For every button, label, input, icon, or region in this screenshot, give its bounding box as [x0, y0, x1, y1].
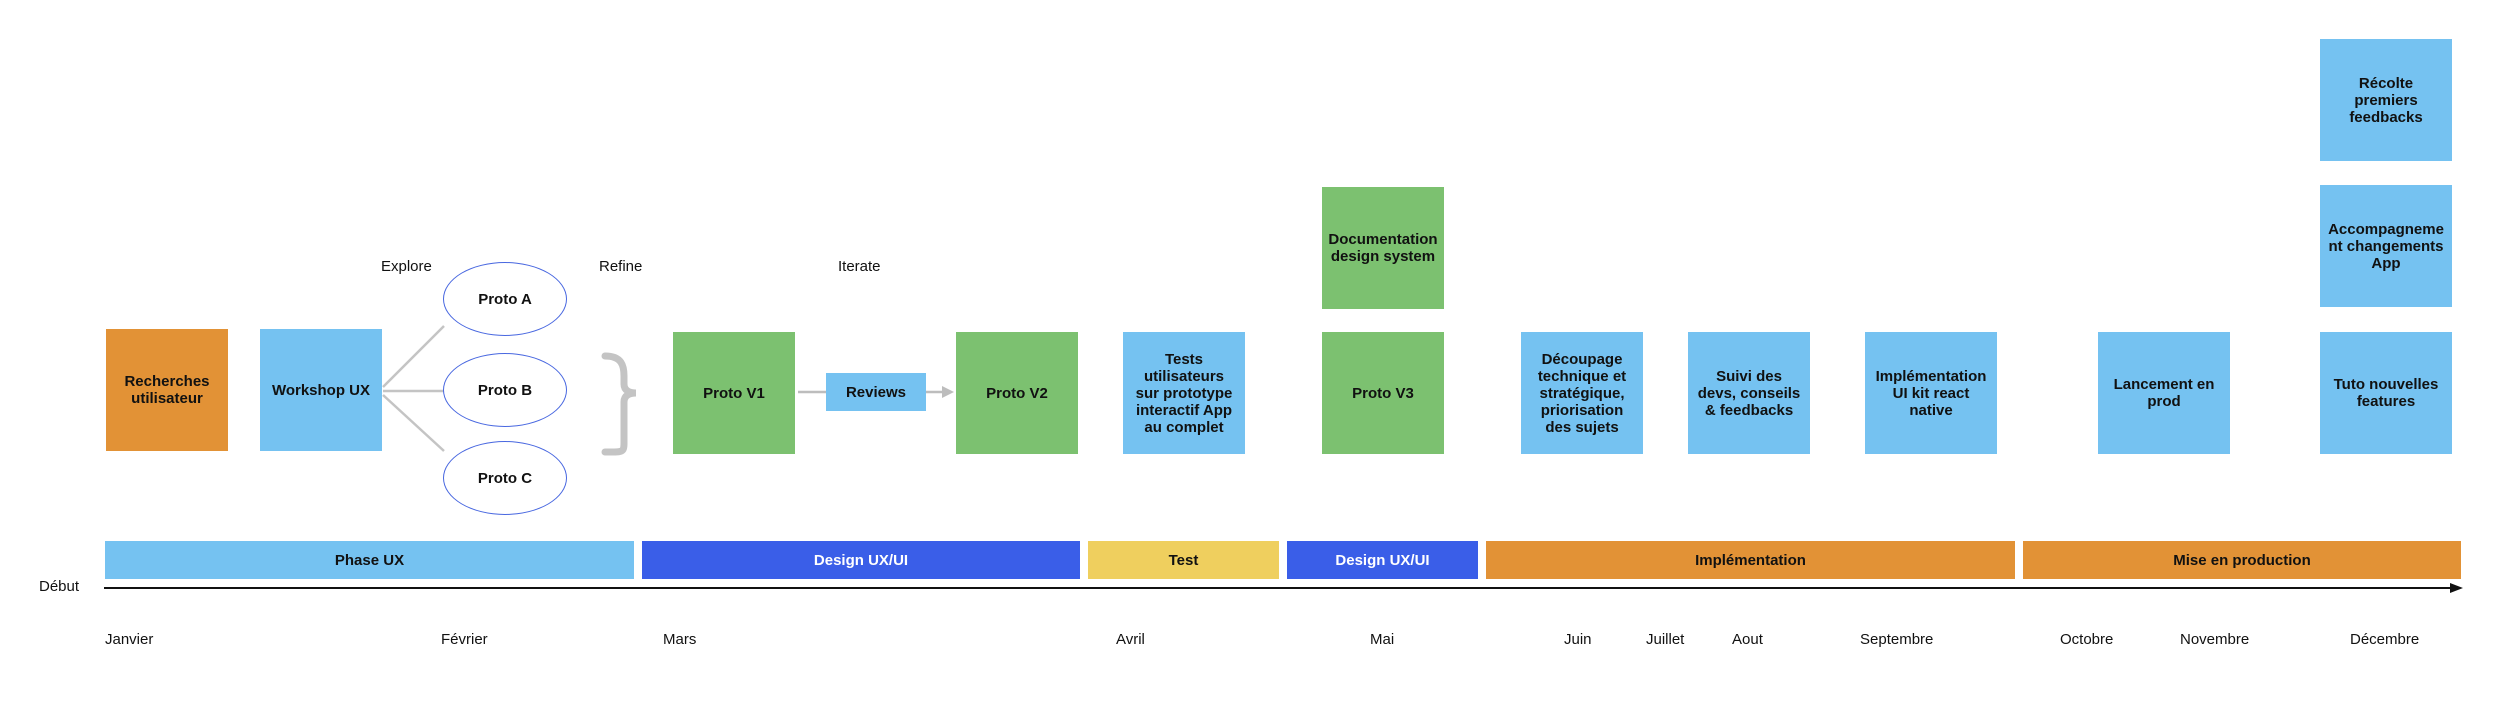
box-implementation-ui-kit: Implémentation UI kit react native — [1865, 332, 1997, 454]
box-tuto-nouvelles-features: Tuto nouvelles features — [2320, 332, 2452, 454]
month-label-mars: Mars — [663, 631, 697, 648]
box-documentation-design-system: Documentation design system — [1322, 187, 1444, 309]
month-label-mai: Mai — [1370, 631, 1395, 648]
box-proto-v2: Proto V2 — [956, 332, 1078, 454]
brace-icon — [601, 352, 637, 456]
phase-bar-design-ux-ui-1: Design UX/UI — [642, 541, 1080, 579]
oval-proto-a: Proto A — [443, 262, 567, 336]
month-label-octobre: Octobre — [2060, 631, 2114, 648]
month-label-novembre: Novembre — [2180, 631, 2250, 648]
box-tests-utilisateurs: Tests utilisateurs sur prototype interac… — [1123, 332, 1245, 454]
connector-workshop-proto-c — [382, 394, 445, 452]
box-recolte-feedbacks: Récolte premiers feedbacks — [2320, 39, 2452, 161]
box-proto-v1: Proto V1 — [673, 332, 795, 454]
box-accompagnement-changements: Accompagnement changements App — [2320, 185, 2452, 307]
box-decoupage-technique: Découpage technique et stratégique, prio… — [1521, 332, 1643, 454]
phase-bar-design-ux-ui-2: Design UX/UI — [1287, 541, 1478, 579]
box-workshop-ux: Workshop UX — [260, 329, 382, 451]
box-proto-v3: Proto V3 — [1322, 332, 1444, 454]
phase-bar-mise-en-production: Mise en production — [2023, 541, 2461, 579]
phase-bar-test: Test — [1088, 541, 1279, 579]
month-label-septembre: Septembre — [1860, 631, 1934, 648]
month-label-juin: Juin — [1564, 631, 1592, 648]
connector-workshop-proto-a — [382, 325, 445, 388]
oval-proto-b: Proto B — [443, 353, 567, 427]
month-label-decembre: Décembre — [2350, 631, 2420, 648]
month-label-avril: Avril — [1116, 631, 1145, 648]
box-suivi-devs: Suivi des devs, conseils & feedbacks — [1688, 332, 1810, 454]
timeline-arrow-icon — [2450, 583, 2463, 593]
month-label-fevrier: Février — [441, 631, 488, 648]
month-label-aout: Aout — [1732, 631, 1763, 648]
month-label-janvier: Janvier — [105, 631, 154, 648]
oval-proto-c: Proto C — [443, 441, 567, 515]
stage-label-explore: Explore — [381, 258, 432, 275]
stage-label-iterate: Iterate — [838, 258, 881, 275]
timeline-start-label: Début — [39, 578, 80, 595]
phase-bar-implementation: Implémentation — [1486, 541, 2015, 579]
phase-bar-phase-ux: Phase UX — [105, 541, 634, 579]
month-label-juillet: Juillet — [1646, 631, 1685, 648]
box-reviews: Reviews — [826, 373, 926, 411]
box-recherches-utilisateur: Recherches utilisateur — [106, 329, 228, 451]
arrow-head-icon — [942, 386, 954, 398]
box-lancement-prod: Lancement en prod — [2098, 332, 2230, 454]
stage-label-refine: Refine — [599, 258, 643, 275]
